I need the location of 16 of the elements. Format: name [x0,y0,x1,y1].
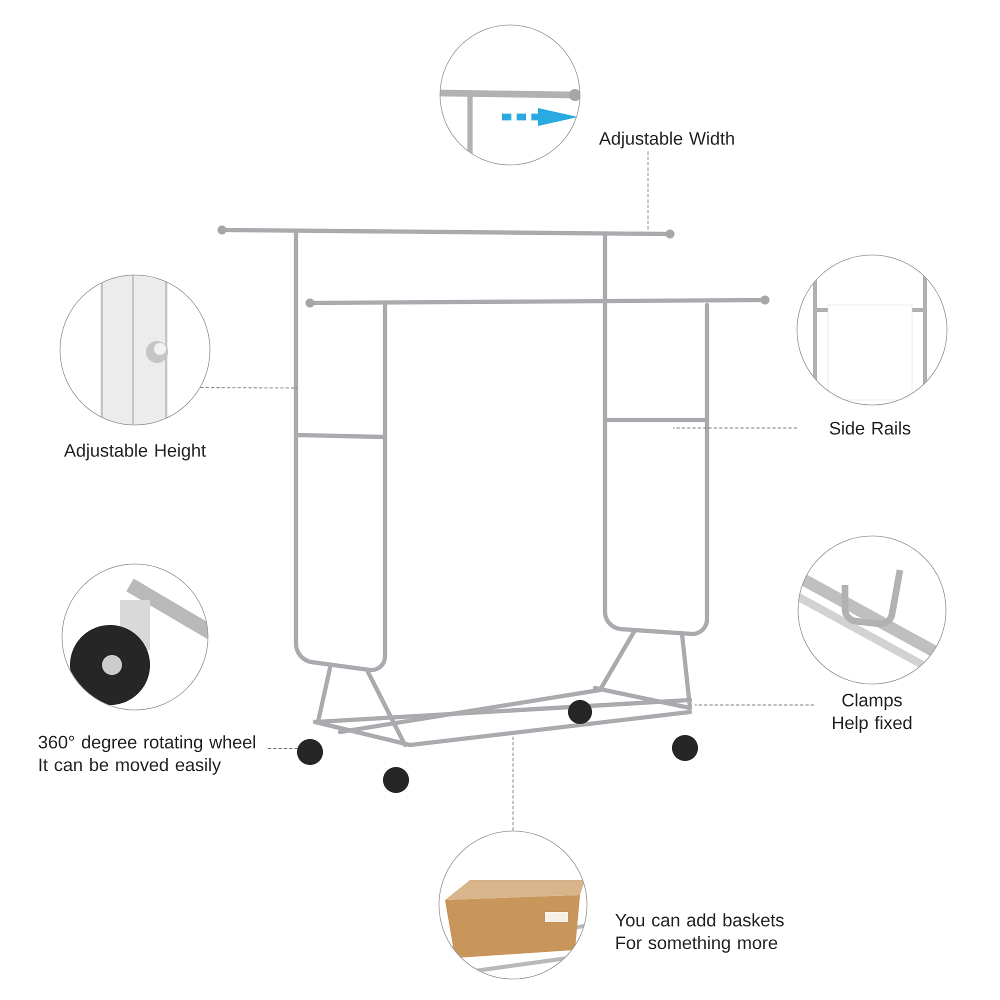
zoom-inset-photo [796,254,948,406]
callout-text: 360° degree rotating wheel It can be moved easily [38,735,256,775]
leader-line [512,734,514,831]
leader-line [200,387,298,388]
callout-text: Adjustable Height [64,444,206,460]
zoom-inset-photo [798,536,946,684]
leader-line [268,748,298,749]
callout-text: Clamps Help fixed [832,693,912,733]
zoom-inset-photo [440,24,580,166]
callout-text: Adjustable Width [599,132,734,148]
zoom-inset-photo [62,564,208,710]
zoom-inset-photo [60,274,210,426]
leader-line [694,704,814,706]
zoom-inset-photo [438,830,588,980]
callout-text: You can add baskets For something more [615,913,784,953]
callout-text: Side Rails [830,421,910,435]
